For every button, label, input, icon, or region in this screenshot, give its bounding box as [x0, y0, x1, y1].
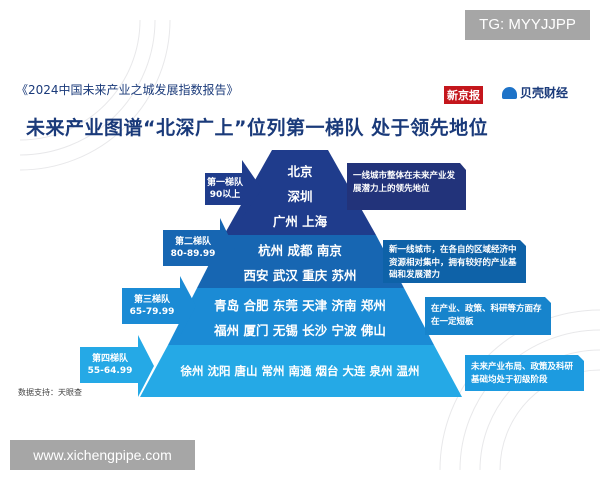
tier-name: 第一梯队 [206, 178, 243, 188]
tier-2-row: 杭州 成都 南京 [258, 243, 342, 258]
tier-range: 80-89.99 [170, 249, 216, 259]
tier-3-description: 在产业、政策、科研等方面存在一定短板 [431, 304, 542, 327]
tier-range: 55-64.99 [87, 366, 133, 376]
tier-1-description: 一线城市整体在未来产业发展潜力上的领先地位 [353, 171, 456, 194]
tier-2-description: 新一线城市，在各自的区域经济中资源相对集中，拥有较好的产业基础和发展潜力 [389, 245, 517, 280]
tier-4-label: 第四梯队 55-64.99 [80, 353, 140, 377]
tier-2-label: 第二梯队 80-89.99 [163, 236, 223, 260]
tier-3-desc-bg [425, 297, 551, 335]
tier-4-description: 未来产业布局、政策及科研基础均处于初级阶段 [471, 362, 574, 385]
beike-logo-text: 贝壳财经 [520, 86, 569, 100]
tier-2-desc-bg [383, 240, 526, 283]
xinjingbao-logo: 新京报 [444, 86, 483, 104]
tier-3-label: 第三梯队 65-79.99 [122, 294, 182, 318]
tier-3-arrow [122, 276, 196, 336]
website-watermark: www.xichengpipe.com [10, 440, 195, 470]
tier-1-label: 第一梯队 90以上 [205, 177, 245, 201]
tier-2-row: 西安 武汉 重庆 苏州 [243, 268, 357, 283]
tier-range: 90以上 [209, 190, 241, 200]
shell-icon [502, 86, 517, 99]
tier-name: 第二梯队 [174, 237, 211, 247]
tier-2-arrow [163, 218, 235, 280]
tier-1-row: 北京 [287, 164, 313, 179]
tier-4-desc-bg [465, 355, 584, 391]
watermark-tag: TG: MYYJJPP [465, 10, 590, 40]
tier-1-row: 深圳 [287, 189, 313, 204]
tier-4-layer [140, 345, 462, 397]
tier-4-row: 徐州 沈阳 唐山 常州 南通 烟台 大连 泉州 温州 [180, 364, 420, 378]
data-source: 数据支持：天眼查 [18, 388, 82, 397]
tier-1-desc-bg [347, 163, 466, 210]
tier-3-row: 青岛 合肥 东莞 天津 济南 郑州 [214, 298, 386, 313]
tier-3-layer [168, 288, 434, 345]
tier-range: 65-79.99 [129, 307, 175, 317]
tier-2-layer [197, 235, 404, 288]
headline: 未来产业图谱“北深广上”位列第一梯队 处于领先地位 [26, 117, 489, 139]
tier-3-row: 福州 厦门 无锡 长沙 宁波 佛山 [214, 323, 386, 338]
tier-name: 第四梯队 [91, 354, 128, 364]
tier-1-arrow [205, 160, 262, 218]
tier-4-arrow [80, 335, 154, 397]
tier-1-row: 广州 上海 [272, 214, 328, 229]
tier-1-layer [224, 150, 376, 235]
beike-logo: 贝壳财经 [502, 84, 568, 101]
tier-name: 第三梯队 [133, 295, 170, 305]
report-title: 《2024中国未来产业之城发展指数报告》 [16, 83, 239, 97]
